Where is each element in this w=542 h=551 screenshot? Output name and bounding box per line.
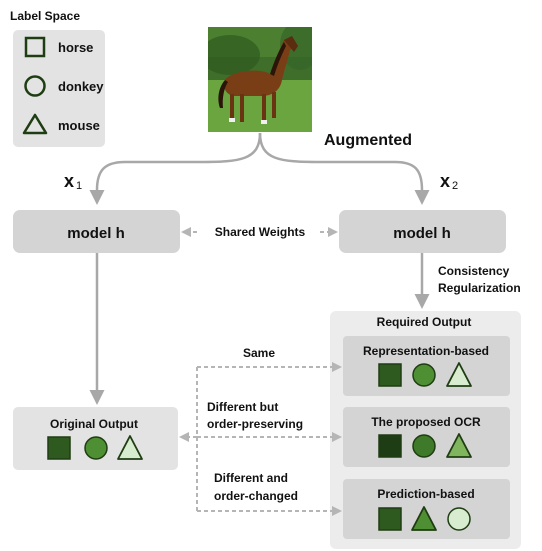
required-output-title: Required Output xyxy=(377,315,472,329)
model-left-box xyxy=(13,210,180,253)
ocr-square-icon xyxy=(378,434,402,458)
consistency-label-2: Regularization xyxy=(438,281,521,295)
relation-changed-label-1: Different and xyxy=(214,471,288,485)
augment-arrow-left xyxy=(89,132,262,205)
pred-square-icon xyxy=(378,507,402,531)
model-left-label: model h xyxy=(67,225,125,242)
relation-same-label: Same xyxy=(243,346,275,360)
mouse-triangle-icon xyxy=(22,113,48,135)
original-output-label: Original Output xyxy=(50,417,138,431)
label-mouse: mouse xyxy=(58,118,100,133)
model-right-box xyxy=(339,210,506,253)
consistency-label-1: Consistency xyxy=(438,264,510,278)
ocr-circle-icon xyxy=(412,434,436,458)
rep-triangle-icon xyxy=(446,362,472,387)
augment-arrow-right xyxy=(258,132,430,205)
model-right-label: model h xyxy=(393,225,451,242)
shared-weights-label: Shared Weights xyxy=(215,225,306,239)
donkey-circle-icon xyxy=(24,75,46,97)
horse-square-icon xyxy=(24,36,46,58)
relation-preserving-label-1: Different but xyxy=(207,400,278,414)
x2-label: x xyxy=(440,171,450,191)
original-square-icon xyxy=(47,436,71,460)
x1-subscript: 1 xyxy=(76,180,82,192)
augmented-label: Augmented xyxy=(324,132,412,149)
label-horse: horse xyxy=(58,40,93,55)
original-triangle-icon xyxy=(117,435,143,460)
pred-circle-icon xyxy=(447,507,471,531)
label-donkey: donkey xyxy=(58,79,104,94)
ocr-triangle-icon xyxy=(446,433,472,458)
proposed-ocr-label: The proposed OCR xyxy=(371,415,481,429)
relation-preserving-label-2: order-preserving xyxy=(207,417,303,431)
label-space-title: Label Space xyxy=(10,9,80,23)
original-circle-icon xyxy=(84,436,108,460)
rep-square-icon xyxy=(378,363,402,387)
horse-image xyxy=(208,27,312,132)
pred-triangle-icon xyxy=(411,506,437,531)
rep-circle-icon xyxy=(412,363,436,387)
x2-subscript: 2 xyxy=(452,180,458,192)
relation-changed-label-2: order-changed xyxy=(214,489,298,503)
prediction-based-label: Prediction-based xyxy=(377,487,474,501)
x1-label: x xyxy=(64,171,74,191)
representation-based-label: Representation-based xyxy=(363,344,489,358)
